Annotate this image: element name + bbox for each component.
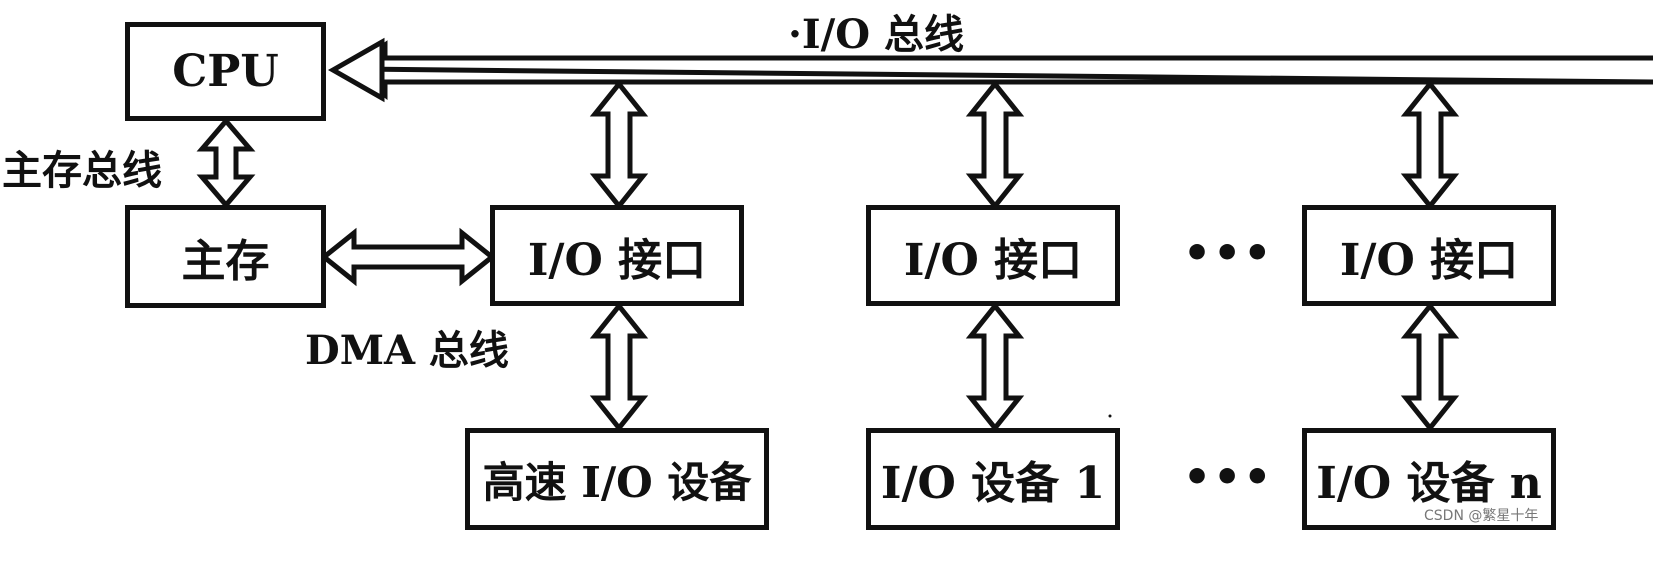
watermark-text: CSDN @繁星十年 bbox=[1424, 508, 1539, 524]
io-interface-label-n: I/O 接口 bbox=[1339, 234, 1519, 286]
high-speed-io-device-label: 高速 I/O 设备 bbox=[482, 457, 752, 507]
io-device-n-box: I/O 设备 n bbox=[1302, 428, 1556, 530]
io-bus-arrowhead bbox=[327, 37, 385, 103]
bus-interface-arrow-n bbox=[1400, 79, 1460, 211]
interface-device-arrow-n bbox=[1400, 301, 1460, 433]
io-device-n-label: I/O 设备 n bbox=[1316, 458, 1542, 509]
io-interface-box-2: I/O 接口 bbox=[866, 205, 1120, 306]
cpu-box: CPU bbox=[125, 22, 326, 121]
dma-bus-label: DMA 总线 bbox=[305, 327, 509, 374]
io-device-1-label: I/O 设备 1 bbox=[880, 458, 1106, 509]
dma-bus-arrow bbox=[319, 227, 497, 287]
io-interface-box-1: I/O 接口 bbox=[490, 205, 744, 306]
cpu-label: CPU bbox=[172, 46, 279, 97]
io-device-1-box: I/O 设备 1 bbox=[866, 428, 1120, 530]
interface-device-arrow-1 bbox=[589, 301, 649, 433]
main-memory-label: 主存 bbox=[181, 235, 270, 287]
ellipsis-interfaces: ••• bbox=[1183, 228, 1274, 279]
interface-device-arrow-2 bbox=[965, 301, 1025, 433]
bus-interface-arrow-2 bbox=[965, 79, 1025, 211]
main-memory-bus-label: 主存总线 bbox=[2, 147, 162, 194]
io-bus-label: ·I/O 总线 bbox=[788, 11, 965, 58]
io-interface-label-1: I/O 接口 bbox=[527, 234, 707, 286]
io-bus-arrow bbox=[342, 40, 1653, 100]
main-memory-bus-arrow bbox=[196, 117, 256, 209]
high-speed-io-device-box: 高速 I/O 设备 bbox=[465, 428, 769, 530]
scan-speck bbox=[1108, 414, 1112, 418]
io-interface-box-n: I/O 接口 bbox=[1302, 205, 1556, 306]
ellipsis-devices: ••• bbox=[1183, 452, 1274, 503]
io-interface-label-2: I/O 接口 bbox=[903, 234, 1083, 286]
main-memory-box: 主存 bbox=[125, 205, 326, 308]
bus-interface-arrow-1 bbox=[589, 79, 649, 211]
